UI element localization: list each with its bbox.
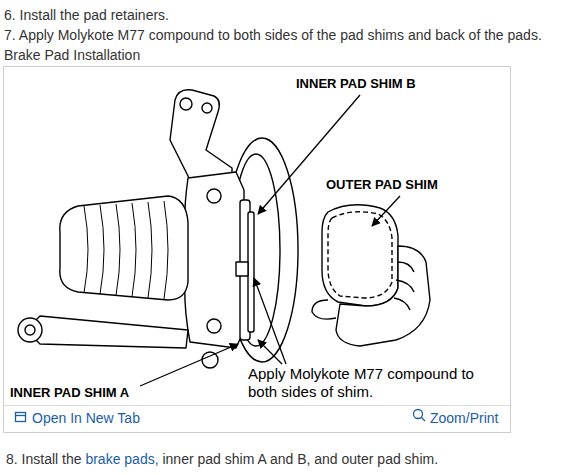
outer-pad bbox=[322, 205, 398, 306]
link-text: Open In New Tab bbox=[32, 410, 140, 427]
boot-rib bbox=[116, 204, 120, 295]
leader-line bbox=[258, 340, 282, 364]
ball-joint bbox=[18, 318, 42, 342]
boot-rib bbox=[164, 201, 168, 299]
note-label: Apply Molykote M77 compound to both side… bbox=[248, 365, 498, 401]
lower-arm bbox=[26, 316, 188, 348]
ball-joint-stud bbox=[25, 325, 35, 335]
knuckle-bolt bbox=[202, 103, 212, 113]
inner-pad-shim bbox=[248, 212, 254, 332]
new-tab-icon bbox=[16, 415, 26, 416]
hand-thumb bbox=[312, 300, 336, 319]
link-text: Zoom/Print bbox=[430, 410, 498, 427]
callout-label: INNER PAD SHIM B bbox=[295, 76, 417, 92]
lower-bolt bbox=[202, 352, 218, 368]
finger-lines bbox=[394, 262, 414, 310]
bracket-bolt bbox=[207, 319, 221, 333]
bracket-bolt bbox=[207, 189, 221, 203]
step-text: 8. Install the brake pads, inner pad shi… bbox=[6, 451, 438, 468]
leader-line bbox=[258, 95, 360, 214]
figure-frame bbox=[4, 67, 511, 433]
boot-rib bbox=[148, 202, 152, 298]
callout-label: OUTER PAD SHIM bbox=[325, 177, 439, 193]
figure-title: Brake Pad Installation bbox=[4, 47, 140, 64]
drive-boot bbox=[60, 196, 188, 300]
outer-pad-shim bbox=[328, 212, 392, 298]
boot-rib bbox=[100, 205, 104, 294]
boot-rib bbox=[132, 203, 136, 297]
new-tab-icon bbox=[16, 413, 26, 422]
zoom-icon bbox=[421, 417, 425, 421]
boot-rib bbox=[84, 206, 88, 293]
leader-line bbox=[254, 278, 286, 364]
step-text: 6. Install the pad retainers. bbox=[4, 7, 169, 24]
leader-line bbox=[372, 196, 400, 226]
callout-label: INNER PAD SHIM A bbox=[9, 385, 130, 401]
hand-palm bbox=[336, 246, 430, 346]
toolbar-divider bbox=[4, 405, 510, 406]
leader-line bbox=[140, 344, 238, 386]
steering-knuckle bbox=[170, 90, 232, 180]
caliper-bracket bbox=[184, 172, 244, 348]
knuckle-bolt bbox=[180, 98, 192, 110]
pad-retainer bbox=[236, 262, 248, 276]
step-text: 7. Apply Molykote M77 compound to both s… bbox=[4, 27, 542, 44]
